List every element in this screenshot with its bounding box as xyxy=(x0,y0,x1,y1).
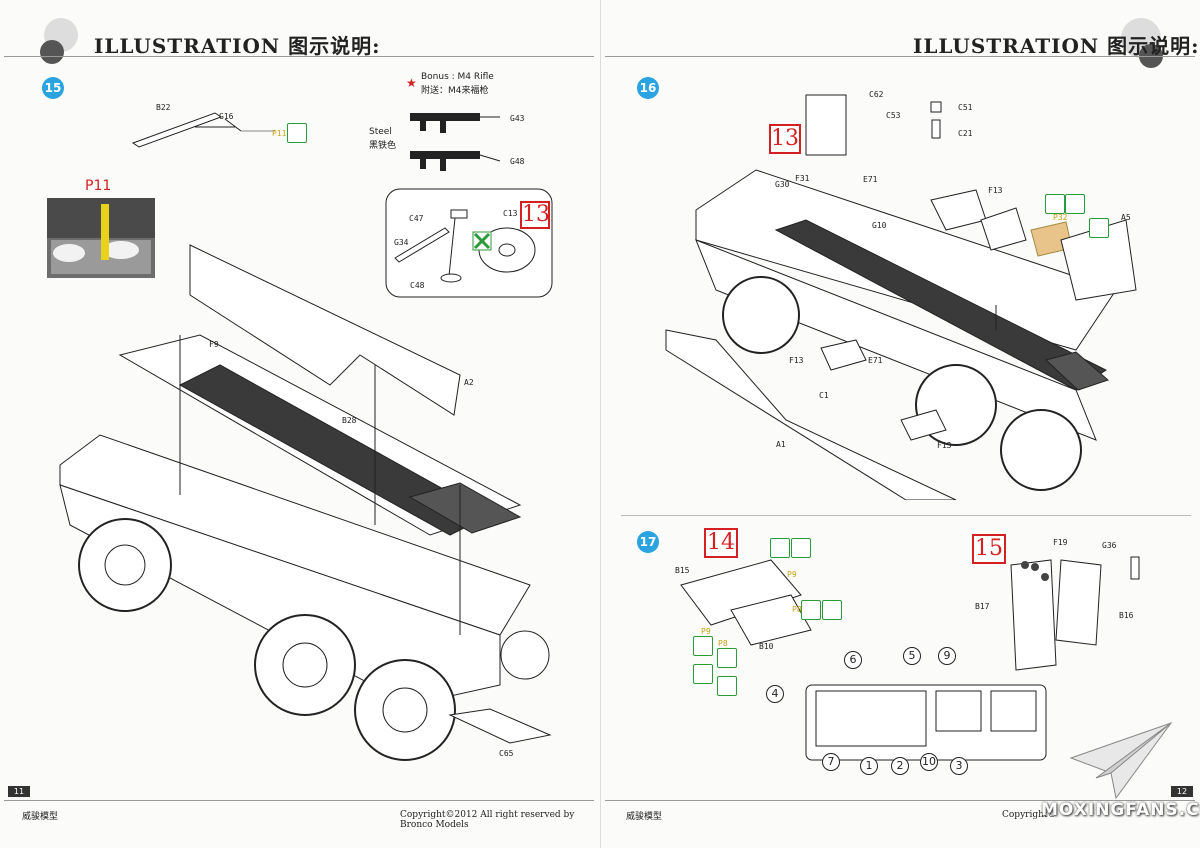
glue-icon xyxy=(693,664,713,684)
part-label: F13 xyxy=(988,186,1003,195)
step17-drawing xyxy=(680,556,1140,761)
glue-icon xyxy=(791,538,811,558)
part-label: B16 xyxy=(1119,611,1134,620)
watermark: MOXINGFANS.COM xyxy=(1041,800,1200,820)
remove-part-icon xyxy=(717,648,737,668)
glue-icon xyxy=(717,676,737,696)
part-label: A1 xyxy=(776,440,786,449)
part-label: P32 xyxy=(1053,213,1068,222)
part-label: G34 xyxy=(394,238,409,247)
part-label: B10 xyxy=(759,642,774,651)
brand: 威骏模型 xyxy=(626,812,663,822)
inset-p11-photo xyxy=(47,198,155,278)
part-label: B17 xyxy=(975,602,990,611)
part-label: A5 xyxy=(1121,213,1131,222)
page-number: 12 xyxy=(1171,786,1193,797)
glue-icon xyxy=(287,123,307,143)
part-label: P9 xyxy=(787,570,797,579)
section-divider xyxy=(621,515,1191,516)
callout-number: 4 xyxy=(766,685,784,703)
part-label: G30 xyxy=(775,180,790,189)
remove-part-icon xyxy=(1045,194,1065,214)
remove-part-icon xyxy=(770,538,790,558)
callout-number: 1 xyxy=(860,757,878,775)
part-label: G16 xyxy=(219,112,234,121)
part-label: B15 xyxy=(675,566,690,575)
callout-number: 10 xyxy=(920,753,938,771)
part-label: B28 xyxy=(342,416,357,425)
inset-label: P11 xyxy=(85,178,112,194)
callout-number: 6 xyxy=(844,651,862,669)
brand: 威骏模型 xyxy=(22,812,59,822)
part-label: C48 xyxy=(410,281,425,290)
color-callout-box: 15 xyxy=(972,534,1006,564)
step-16-badge: 16 xyxy=(637,77,659,99)
part-label: P8 xyxy=(792,605,802,614)
steering-inset xyxy=(385,188,553,298)
rifle-drawing xyxy=(410,113,501,171)
page-number: 11 xyxy=(8,786,30,797)
footer-rule xyxy=(4,800,594,801)
part-label: G10 xyxy=(872,221,887,230)
part-label: C62 xyxy=(869,90,884,99)
part-label: E71 xyxy=(868,356,883,365)
color-callout-box: 14 xyxy=(704,528,738,558)
vehicle-body-drawing xyxy=(59,244,552,761)
left-page: ILLUSTRATION 图示说明: 15 B22 G16 P11 ★ Bonu… xyxy=(4,18,594,830)
part-label: F31 xyxy=(795,174,810,183)
part-label: C65 xyxy=(499,749,514,758)
part-label: A2 xyxy=(464,378,474,387)
color-callout-box: 13 xyxy=(769,124,801,154)
part-label: F9 xyxy=(209,340,219,349)
glue-icon xyxy=(1065,194,1085,214)
part-b22-drawing xyxy=(131,112,275,148)
callout-number: 5 xyxy=(903,647,921,665)
copyright: Copyright© xyxy=(1002,810,1057,820)
steel-label-cn: 黑铁色 xyxy=(369,141,397,151)
remove-part-icon xyxy=(801,600,821,620)
copyright: Copyright©2012 All right reserved by Bro… xyxy=(400,810,575,830)
part-label: C53 xyxy=(886,111,901,120)
callout-number: 9 xyxy=(938,647,956,665)
header-rule xyxy=(4,56,594,57)
part-label: E71 xyxy=(863,175,878,184)
callout-number: 3 xyxy=(950,757,968,775)
steel-label: Steel xyxy=(369,127,392,137)
part-label: P11 xyxy=(272,129,287,138)
part-label: F13 xyxy=(789,356,804,365)
paper-plane-logo xyxy=(1069,721,1173,800)
bonus-label: Bonus : M4 Rifle xyxy=(421,72,494,82)
color-callout-box: 13 xyxy=(520,201,550,229)
page-title: ILLUSTRATION 图示说明: xyxy=(913,34,1200,58)
part-label: G48 xyxy=(510,157,525,166)
part-label: C51 xyxy=(958,103,973,112)
right-page: ILLUSTRATION 图示说明: 16 13 C62 C51 C53 C21… xyxy=(600,0,1200,848)
remove-part-icon xyxy=(693,636,713,656)
footer-rule xyxy=(605,800,1195,801)
part-label: P8 xyxy=(718,639,728,648)
part-label: C1 xyxy=(819,391,829,400)
step-15-badge: 15 xyxy=(42,77,64,99)
part-label: G36 xyxy=(1102,541,1117,550)
header-rule xyxy=(605,56,1195,57)
part-label: F13 xyxy=(937,441,952,450)
part-label: G43 xyxy=(510,114,525,123)
part-label: C21 xyxy=(958,129,973,138)
step16-drawing xyxy=(665,94,1137,500)
part-label: B22 xyxy=(156,103,171,112)
glue-icon xyxy=(822,600,842,620)
callout-number: 7 xyxy=(822,753,840,771)
step-17-badge: 17 xyxy=(637,531,659,553)
header-decoration xyxy=(40,40,64,64)
part-label: P9 xyxy=(701,627,711,636)
bonus-star-icon: ★ xyxy=(406,76,417,90)
bonus-label-cn: 附送：M4来福枪 xyxy=(421,86,489,96)
part-label: C13 xyxy=(503,209,518,218)
cut-icon xyxy=(1089,218,1109,238)
part-label: F19 xyxy=(1053,538,1068,547)
page-title: ILLUSTRATION 图示说明: xyxy=(94,34,381,58)
part-label: C47 xyxy=(409,214,424,223)
callout-number: 2 xyxy=(891,757,909,775)
